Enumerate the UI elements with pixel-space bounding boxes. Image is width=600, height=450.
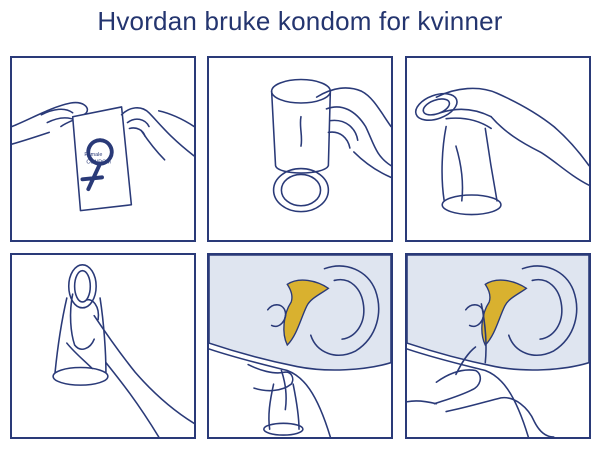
check-condom-illustration bbox=[270, 78, 391, 213]
uterus-shape bbox=[481, 279, 528, 347]
step-5-insert-panel bbox=[207, 253, 393, 439]
squeeze-ring-illustration bbox=[414, 87, 589, 216]
package-brand-line1: Female bbox=[84, 152, 102, 158]
step-3-squeeze-ring-panel bbox=[405, 56, 591, 242]
uterus-shape bbox=[283, 279, 330, 347]
condom-package bbox=[71, 106, 133, 212]
push-into-place-illustration bbox=[407, 255, 589, 437]
step-4-hold-condom-panel bbox=[10, 253, 196, 439]
step-6-push-into-place-panel bbox=[405, 253, 591, 439]
page-title: Hvordan bruke kondom for kvinner bbox=[97, 6, 503, 36]
package-brand-line2: CONDOM bbox=[86, 160, 111, 166]
step-1-open-package-panel: Female CONDOM bbox=[10, 56, 196, 242]
open-package-illustration: Female CONDOM bbox=[12, 101, 194, 212]
hold-condom-illustration bbox=[52, 264, 194, 437]
step-2-check-condom-panel bbox=[207, 56, 393, 242]
insert-condom-illustration bbox=[209, 255, 391, 437]
